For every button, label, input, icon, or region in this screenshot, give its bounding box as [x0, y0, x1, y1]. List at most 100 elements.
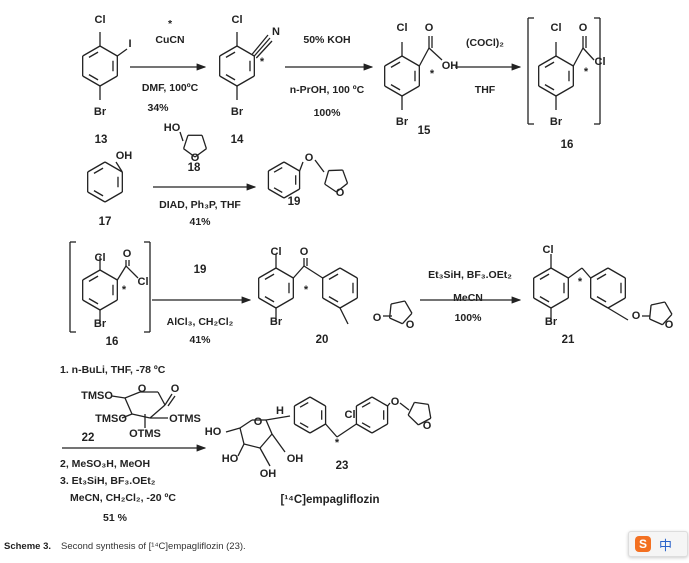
- bond: [243, 443, 261, 449]
- bond: [544, 61, 555, 68]
- atom-br: Br: [550, 116, 563, 128]
- atom-tmso: TMSO: [95, 413, 127, 425]
- bond: [121, 413, 133, 419]
- atom-cl: Cl: [397, 22, 408, 34]
- bond: [384, 55, 403, 67]
- bond: [236, 45, 255, 57]
- ime-toolbar[interactable]: S 中: [628, 531, 688, 557]
- atom-ho: HO: [222, 453, 239, 465]
- bond: [88, 275, 99, 282]
- bond: [418, 417, 432, 426]
- step7-line4: MeCN, CH₂Cl₂, -20 ºC: [70, 492, 176, 504]
- compound-16-label: 16: [561, 139, 574, 151]
- bond: [273, 166, 283, 173]
- bond: [324, 170, 330, 185]
- bond: [87, 191, 106, 203]
- bond: [99, 75, 118, 87]
- bond: [299, 401, 309, 408]
- bond: [555, 55, 574, 67]
- step3-reagent: (COCl)₂: [466, 37, 504, 49]
- bond: [82, 75, 101, 87]
- bond: [322, 297, 341, 309]
- compound-15-label: 15: [418, 125, 431, 137]
- bond: [596, 273, 607, 280]
- bond: [539, 273, 550, 280]
- bond: [88, 298, 99, 305]
- bond: [544, 84, 555, 91]
- bond: [539, 296, 550, 303]
- atom-cl: Cl: [95, 252, 106, 264]
- bond: [115, 161, 123, 173]
- atom-o: O: [406, 319, 415, 331]
- bond: [182, 135, 189, 149]
- compound-20-label: 20: [316, 334, 329, 346]
- atom-cl: Cl: [345, 409, 356, 421]
- bond: [361, 422, 371, 429]
- bond: [265, 419, 273, 435]
- atom-cl: Cl: [551, 22, 562, 34]
- bond: [407, 414, 419, 426]
- atom-o: O: [191, 152, 200, 164]
- bond: [356, 423, 373, 434]
- atom-o: O: [171, 383, 180, 395]
- bond: [125, 265, 139, 279]
- bond: [283, 188, 300, 199]
- bond: [93, 190, 104, 197]
- atom-o: O: [425, 22, 434, 34]
- atom-h: H: [276, 405, 284, 417]
- ime-language-toggle[interactable]: 中: [659, 538, 673, 554]
- bond: [314, 159, 325, 173]
- bond: [399, 402, 410, 411]
- bond: [371, 396, 388, 407]
- atom-oh: OH: [260, 468, 277, 480]
- bond: [275, 297, 294, 309]
- bond: [111, 395, 126, 399]
- step2-conditions: n-PrOH, 100 ºC: [290, 84, 365, 96]
- atom-o: O: [305, 152, 314, 164]
- bond: [336, 182, 348, 193]
- atom-br: Br: [396, 116, 409, 128]
- atom-i: I: [128, 38, 131, 50]
- atom-cl: Cl: [232, 14, 243, 26]
- bond: [258, 267, 277, 279]
- bond: [390, 61, 401, 68]
- compound-23-label: 23: [336, 460, 349, 472]
- compound-21-label: 21: [562, 334, 575, 346]
- bond: [298, 161, 304, 172]
- bond: [259, 433, 273, 449]
- atom-tmso: TMSO: [81, 390, 113, 402]
- bond: [538, 85, 557, 97]
- sogou-logo-icon[interactable]: S: [635, 536, 651, 552]
- atom-br: Br: [270, 316, 283, 328]
- bond: [104, 161, 123, 173]
- bond: [236, 75, 255, 87]
- atom-o: O: [336, 187, 345, 199]
- atom-o: O: [391, 396, 400, 408]
- label-star: *: [578, 276, 583, 288]
- atom-o: O: [423, 420, 432, 432]
- label-star: *: [335, 437, 340, 449]
- atom-o: O: [138, 383, 147, 395]
- bond: [428, 47, 443, 61]
- step7-line2: 2, MeSO₃H, MeOH: [60, 458, 150, 470]
- bond: [324, 183, 337, 193]
- bond: [607, 307, 629, 321]
- bond: [258, 297, 277, 309]
- label-star: *: [430, 68, 435, 80]
- bond: [99, 45, 118, 57]
- bond: [662, 313, 673, 326]
- bond: [401, 55, 420, 67]
- bond: [201, 135, 208, 149]
- bond: [388, 303, 392, 319]
- label-star: *: [168, 18, 173, 30]
- bond: [225, 427, 241, 433]
- bond: [265, 415, 291, 421]
- label-star: *: [584, 66, 589, 78]
- bond: [582, 47, 595, 61]
- bond: [607, 297, 626, 309]
- label-star: *: [304, 284, 309, 296]
- atom-o: O: [373, 312, 382, 324]
- bond: [99, 299, 118, 311]
- bond: [239, 419, 253, 429]
